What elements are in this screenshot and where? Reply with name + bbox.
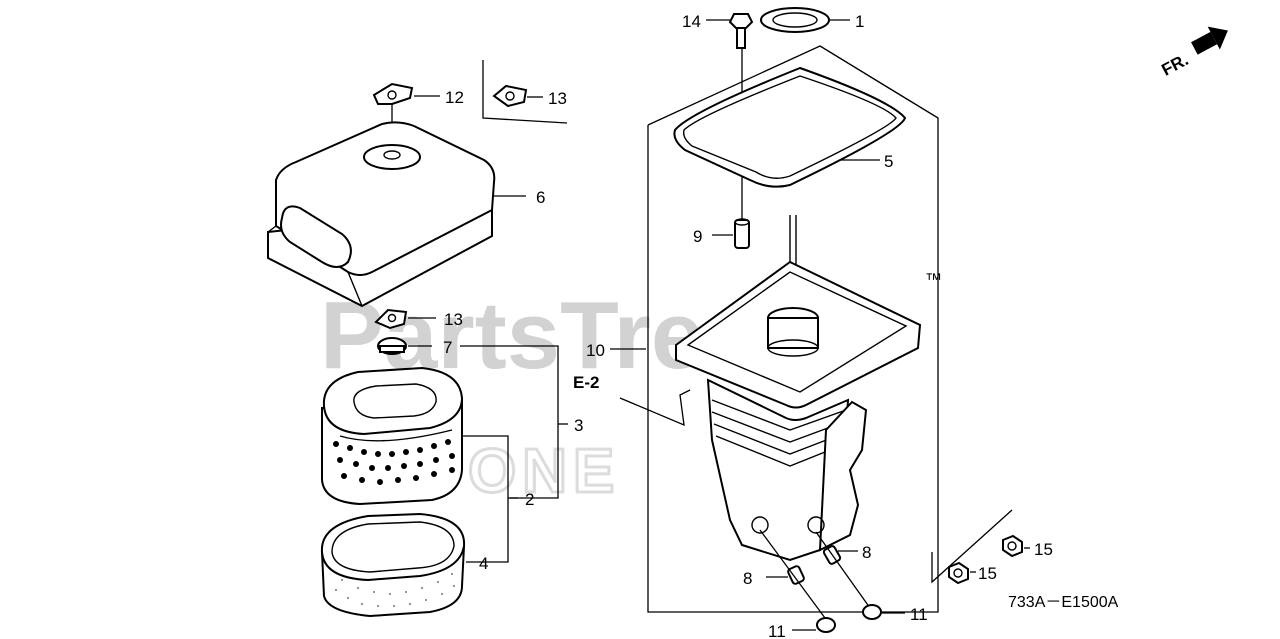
grommet [377,337,432,355]
air-cleaner-assembly-outline [647,45,939,613]
flange-nut-group [931,509,1030,585]
air-cleaner-case [610,215,922,562]
callout-2: 2 [525,490,534,509]
wing-nut-alt [482,60,568,124]
callout-8-upper: 8 [862,543,871,562]
callout-9: 9 [693,227,702,246]
callout-13-lower: 13 [444,310,463,329]
callout-5: 5 [884,152,893,171]
foam-filter-element [320,512,466,618]
watermark-trademark: ™ [925,270,942,289]
drain-plug-lower [759,529,826,619]
reference-e2: E-2 [573,373,599,392]
gasket [673,66,907,188]
paper-filter-element [321,366,464,506]
callout-6: 6 [536,188,545,207]
watermark-secondary: ONE [468,437,620,506]
callout-14: 14 [682,12,701,31]
callout-13-upper: 13 [548,89,567,108]
collar [712,218,750,249]
front-direction-arrow-icon [1191,26,1228,55]
callout-1: 1 [855,12,864,31]
drain-cap-left [792,617,836,633]
callout-4: 4 [479,554,488,573]
callout-3: 3 [574,416,583,435]
bolt [706,13,754,222]
air-cleaner-cover [267,121,526,308]
callout-10: 10 [586,341,605,360]
callout-15-lower: 15 [978,564,997,583]
drain-plug-upper [815,531,871,609]
callout-12: 12 [445,88,464,107]
wing-nut [374,308,436,330]
callout-11-right: 11 [910,605,928,624]
diagram-code: 733A－E1500A [1008,594,1119,611]
seal-ring [760,7,850,33]
callout-15-upper: 15 [1034,540,1053,559]
callout-8-lower: 8 [743,569,752,588]
element-bracket-lines [460,345,568,563]
drain-cap-right [862,604,905,620]
callout-7: 7 [443,338,452,357]
front-direction-label: FR. [1158,50,1191,80]
callout-11-left: 11 [768,622,786,639]
